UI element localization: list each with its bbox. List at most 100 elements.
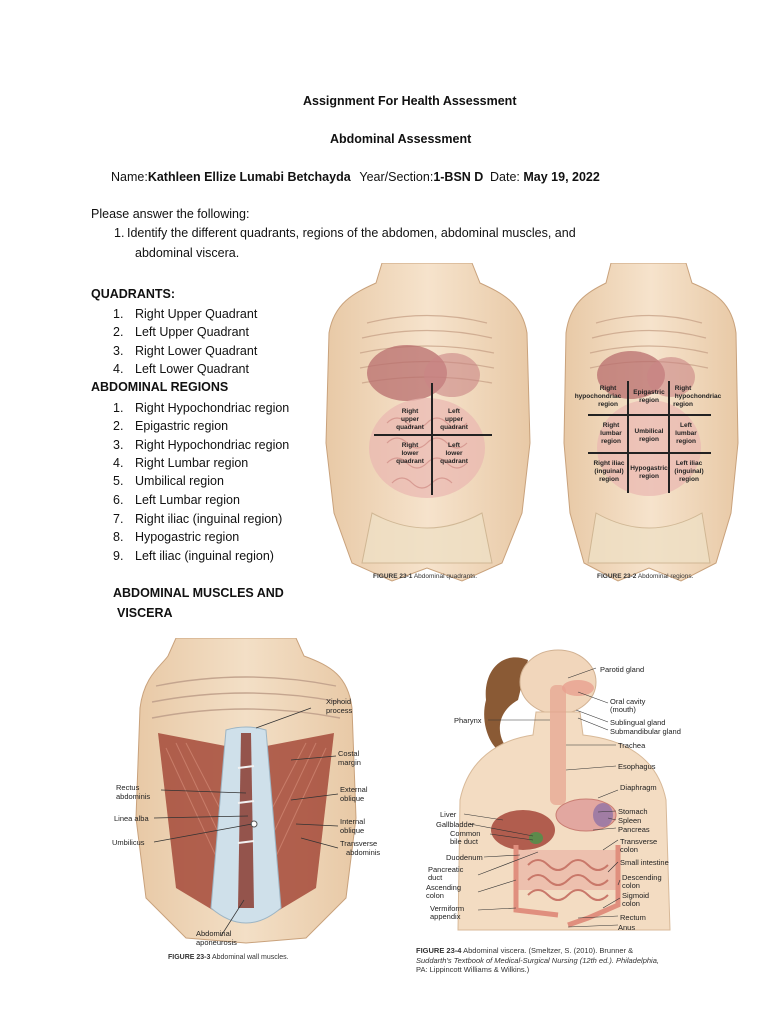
label-bile-2: bile duct — [450, 837, 479, 846]
regions-heading: ABDOMINAL REGIONS — [91, 380, 229, 394]
label-ruq-1: Right — [402, 408, 419, 415]
label-linea-alba: Linea alba — [114, 814, 149, 823]
list-item: 1.Right Hypochondriac region — [113, 401, 290, 415]
label-region-i3: region — [679, 476, 699, 483]
label-rlq-3: quadrant — [396, 458, 425, 465]
list-item: 1.Right Upper Quadrant — [113, 307, 258, 321]
label-region-d2: lumbar — [600, 430, 622, 437]
label-region-c1: Right — [675, 385, 692, 392]
instruction: Please answer the following: — [91, 207, 250, 221]
label-vermiform-2: appendix — [430, 912, 461, 921]
label-duodenum: Duodenum — [446, 853, 483, 862]
figure-abdominal-quadrants: Right upper quadrant Left upper quadrant… — [312, 262, 542, 585]
caption-line-1: FIGURE 23-4 Abdominal viscera. (Smeltzer… — [416, 946, 634, 955]
document-title: Assignment For Health Assessment — [303, 94, 517, 108]
figure-23-4-caption: FIGURE 23-4 Abdominal viscera. (Smeltzer… — [416, 946, 659, 975]
figure-abdominal-regions: Right hypochondriac region Epigastric re… — [556, 262, 742, 585]
label-scolon-2: colon — [622, 899, 640, 908]
label-region-i2: (inguinal) — [674, 468, 703, 475]
muscles-heading-line-1: ABDOMINAL MUSCLES AND — [113, 586, 284, 600]
label-region-a1: Right — [600, 385, 617, 392]
label-pduct-2: duct — [428, 873, 443, 882]
label-sublingual: Sublingual gland — [610, 718, 665, 727]
label-region-b1: Epigastric — [633, 389, 665, 396]
label-luq-2: upper — [445, 416, 464, 423]
label-acolon-2: colon — [426, 891, 444, 900]
label-transverse-2: abdominis — [346, 848, 380, 857]
label-rlq-1: Right — [402, 442, 419, 449]
label-acolon-1: Ascending — [426, 883, 461, 892]
label-region-e2: region — [639, 436, 659, 443]
label-region-f3: region — [676, 438, 696, 445]
viscera-illustration: Parotid gland Oral cavity (mouth) Pharyn… — [426, 649, 681, 932]
label-dcolon-1: Descending — [622, 873, 662, 882]
caption-line-2: Suddarth's Textbook of Medical-Surgical … — [416, 955, 659, 965]
label-gallbladder: Gallbladder — [436, 820, 475, 829]
label-region-i1: Left iliac — [676, 460, 703, 467]
label-luq-1: Left — [448, 408, 461, 415]
label-trachea: Trachea — [618, 741, 646, 750]
label-region-d3: region — [601, 438, 621, 445]
label-rectus-1: Rectus — [116, 783, 140, 792]
label-stomach: Stomach — [618, 807, 648, 816]
label-region-f1: Left — [680, 422, 693, 429]
question-line-1: Identify the different quadrants, region… — [127, 226, 576, 240]
label-luq-3: quadrant — [440, 424, 469, 431]
label-pharynx: Pharynx — [454, 716, 482, 725]
label-xiphoid-2: process — [326, 706, 353, 715]
label-region-d1: Right — [603, 422, 620, 429]
label-llq-2: lower — [446, 450, 463, 457]
label-region-c2: hypochondriac — [675, 393, 722, 400]
list-item: 9.Left iliac (inguinal region) — [113, 549, 274, 563]
label-tcolon-2: colon — [620, 845, 638, 854]
muscles-heading-line-2: VISCERA — [117, 606, 173, 620]
label-rectus-2: abdominis — [116, 792, 150, 801]
label-ruq-2: upper — [401, 416, 420, 423]
student-info-line: Name:Kathleen Ellize Lumabi Betchayda Ye… — [111, 171, 483, 184]
figure-23-2-caption: FIGURE 23-2 Abdominal regions. — [597, 573, 694, 580]
label-oral-2: (mouth) — [610, 705, 636, 714]
name-label: Name: — [111, 170, 148, 184]
list-item: 2.Epigastric region — [113, 419, 229, 433]
list-item: 6.Left Lumbar region — [113, 493, 240, 507]
label-region-c3: region — [673, 401, 693, 408]
label-aponeurosis-1: Abdominal — [196, 929, 232, 938]
label-vermiform-1: Vermiform — [430, 904, 464, 913]
label-region-a3: region — [598, 401, 618, 408]
question-number: 1. — [114, 226, 125, 240]
label-bile-1: Common — [450, 829, 480, 838]
list-item: 2.Left Upper Quadrant — [113, 325, 249, 339]
list-item: 3.Right Lower Quadrant — [113, 344, 258, 358]
date-label: Date: — [490, 170, 520, 184]
label-dcolon-2: colon — [622, 881, 640, 890]
question-line-2: abdominal viscera. — [135, 246, 240, 260]
list-item: 4.Right Lumbar region — [113, 456, 249, 470]
label-liver: Liver — [440, 810, 457, 819]
label-spleen: Spleen — [618, 816, 641, 825]
quadrants-heading: QUADRANTS: — [91, 287, 176, 301]
list-item: 8.Hypogastric region — [113, 530, 240, 544]
list-item: 5.Umbilical region — [113, 474, 224, 488]
figure-abdominal-wall-muscles: Xiphoid process Costal margin Rectus abd… — [106, 637, 386, 968]
label-region-a2: hypochondriac — [575, 393, 622, 400]
label-tcolon-1: Transverse — [620, 837, 657, 846]
list-item: 4.Left Lower Quadrant — [113, 362, 249, 376]
label-pancreas: Pancreas — [618, 825, 650, 834]
label-aponeurosis-2: aponeurosis — [196, 938, 237, 947]
figure-abdominal-viscera: Parotid gland Oral cavity (mouth) Pharyn… — [408, 640, 708, 980]
label-diaphragm: Diaphragm — [620, 783, 657, 792]
label-oral-1: Oral cavity — [610, 697, 646, 706]
year-value: 1-BSN D — [433, 170, 484, 184]
label-internal-1: Internal — [340, 817, 365, 826]
label-llq-1: Left — [448, 442, 461, 449]
label-scolon-1: Sigmoid — [622, 891, 649, 900]
label-rlq-2: lower — [402, 450, 419, 457]
document-subtitle: Abdominal Assessment — [330, 132, 472, 146]
label-pduct-1: Pancreatic — [428, 865, 464, 874]
regions-illustration: Right hypochondriac region Epigastric re… — [563, 262, 739, 582]
year-label: Year/Section: — [359, 170, 434, 184]
label-costal-1: Costal — [338, 749, 360, 758]
muscles-illustration: Xiphoid process Costal margin Rectus abd… — [112, 637, 380, 947]
label-umbilicus: Umbilicus — [112, 838, 145, 847]
list-item: 3.Right Hypochondriac region — [113, 438, 290, 452]
